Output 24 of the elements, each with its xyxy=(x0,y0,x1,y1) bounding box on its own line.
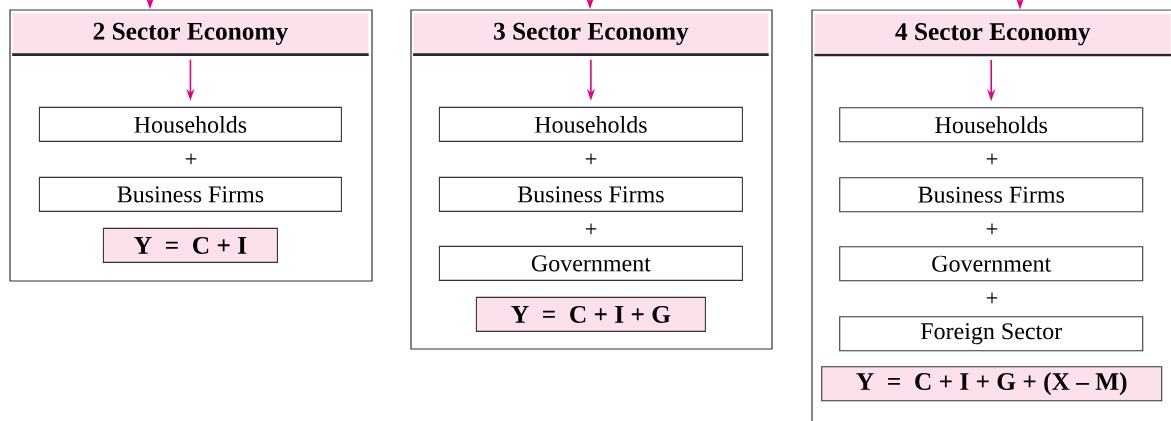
sector-box: Government xyxy=(839,246,1144,282)
plus-sign: + xyxy=(585,223,597,235)
sector-box: Households xyxy=(438,106,743,142)
sector-box: Business Firms xyxy=(839,177,1144,213)
header-band: 4 Sector Economy xyxy=(814,13,1171,57)
header-band: 3 Sector Economy xyxy=(413,13,769,56)
plus-sign: + xyxy=(585,153,597,165)
sector-box: Households xyxy=(38,106,342,142)
panel-frame xyxy=(811,9,1171,421)
header-band: 2 Sector Economy xyxy=(12,13,369,56)
plus-sign: + xyxy=(185,153,197,165)
panel-frame xyxy=(410,9,773,350)
formula-box: Y = C + I + G + (X – M) xyxy=(821,366,1163,402)
plus-sign: + xyxy=(986,223,998,235)
sector-box: Business Firms xyxy=(38,176,342,212)
panel-frame xyxy=(9,9,373,282)
sector-box: Foreign Sector xyxy=(839,316,1144,352)
sector-box: Business Firms xyxy=(438,176,743,212)
formula-box: Y = C + I xyxy=(102,227,278,263)
sector-box: Households xyxy=(839,107,1144,143)
formula-box: Y = C + I + G xyxy=(475,296,706,332)
plus-sign: + xyxy=(986,153,998,165)
plus-sign: + xyxy=(986,292,998,304)
sector-box: Government xyxy=(438,245,743,281)
